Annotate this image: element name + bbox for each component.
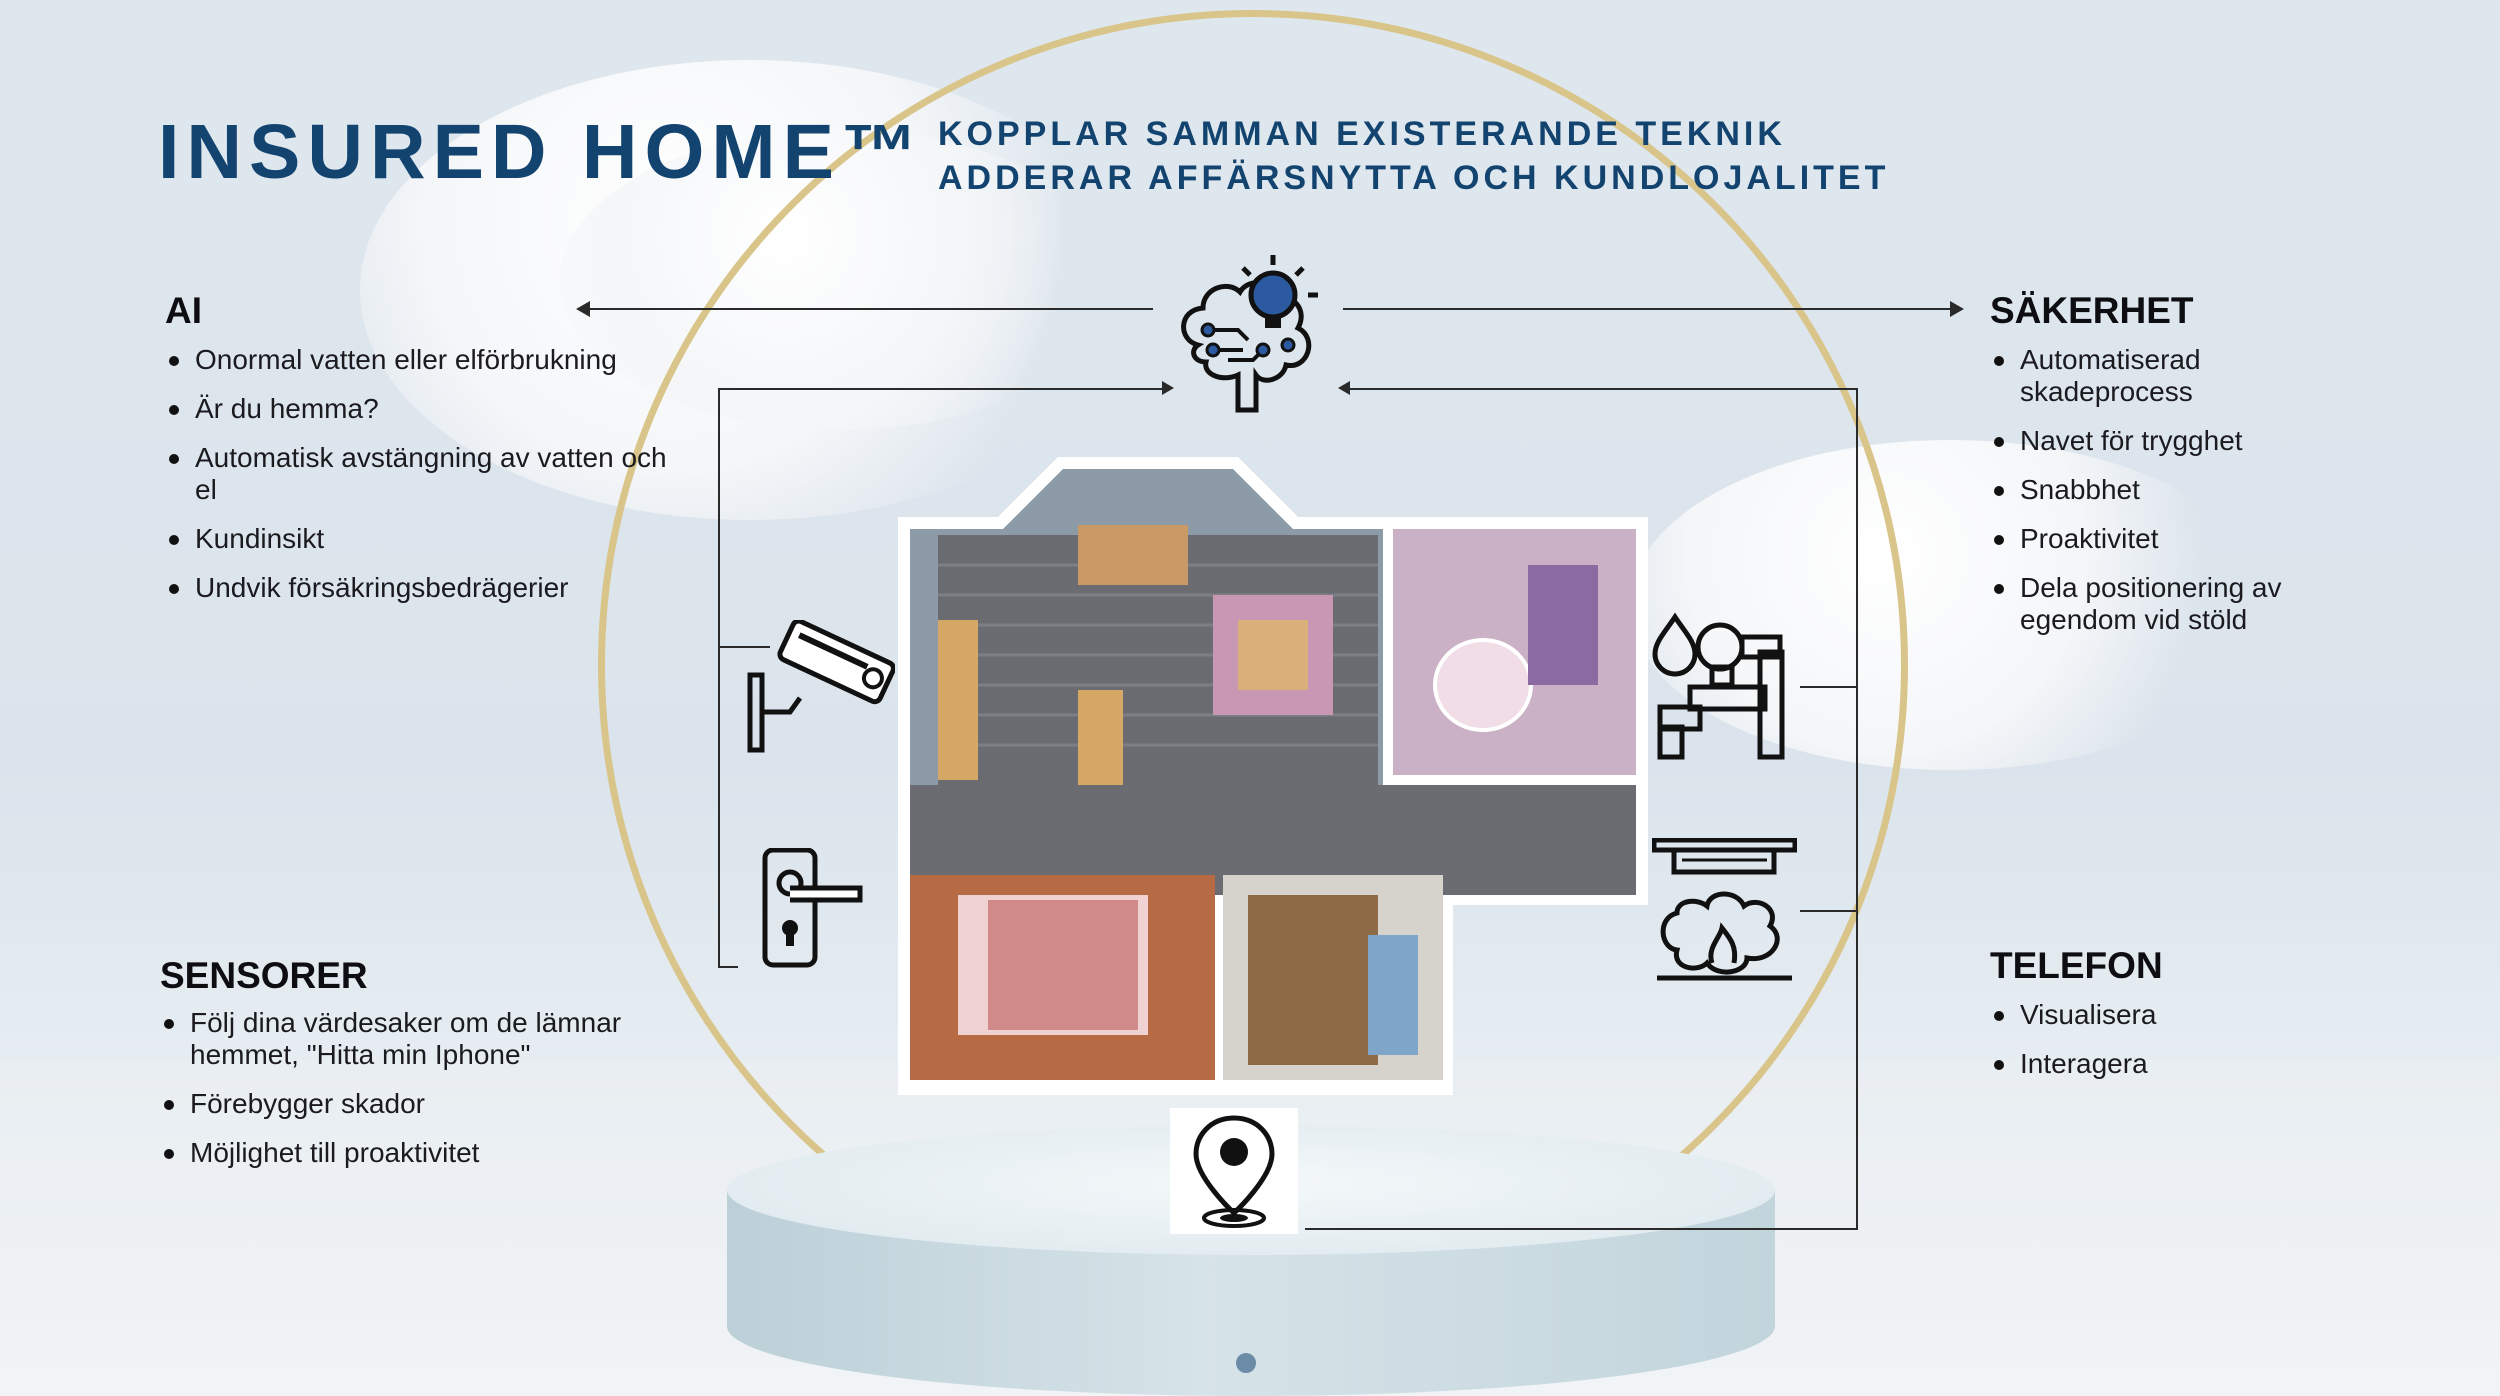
door-lock-icon: [760, 848, 870, 968]
sensorer-section: SENSORER Följ dina värdesaker om de lämn…: [160, 955, 680, 1169]
connector-lock: [718, 966, 738, 968]
page-title: INSURED HOME™: [158, 109, 925, 195]
ai-section: AI Onormal vatten eller elförbrukning Är…: [165, 290, 685, 604]
sakerhet-item: Dela positionering av egendom vid stöld: [1990, 572, 2360, 636]
connector-left-vertical: [718, 388, 720, 968]
subtitle-line-2: ADDERAR AFFÄRSNYTTA OCH KUNDLOJALITET: [938, 159, 1890, 197]
sensorer-list: Följ dina värdesaker om de lämnar hemmet…: [160, 1007, 680, 1169]
arrow-right-icon: [1162, 381, 1174, 395]
connector-right-top: [1350, 388, 1858, 390]
connector-smoke: [1800, 910, 1856, 912]
ai-item: Undvik försäkringsbedrägerier: [165, 572, 685, 604]
telefon-item: Interagera: [1990, 1048, 2360, 1080]
ai-heading: AI: [165, 290, 202, 331]
arrow-left-icon: [1338, 381, 1350, 395]
connector-pin: [1305, 1228, 1858, 1230]
arrow-left-icon: [576, 301, 590, 317]
ai-item: Kundinsikt: [165, 523, 685, 555]
water-pipe-sensor-icon: [1650, 612, 1800, 762]
telefon-heading: TELEFON: [1990, 945, 2163, 986]
ai-item: Automatisk avstängning av vatten och el: [165, 442, 685, 506]
floor-plan-illustration: [898, 455, 1658, 1100]
connector-sakerhet: [1343, 308, 1953, 310]
page-subtitle: KOPPLAR SAMMAN EXISTERANDE TEKNIK ADDERA…: [938, 112, 1889, 200]
sensorer-item: Förebygger skador: [160, 1088, 680, 1120]
ai-list: Onormal vatten eller elförbrukning Är du…: [165, 344, 685, 604]
subtitle-line-1: KOPPLAR SAMMAN EXISTERANDE TEKNIK: [938, 115, 1786, 153]
ai-item: Onormal vatten eller elförbrukning: [165, 344, 685, 376]
ai-item: Är du hemma?: [165, 393, 685, 425]
arrow-right-icon: [1950, 301, 1964, 317]
sensorer-item: Följ dina värdesaker om de lämnar hemmet…: [160, 1007, 680, 1071]
connector-camera: [718, 646, 770, 648]
sakerhet-item: Navet för trygghet: [1990, 425, 2360, 457]
brain-bulb-icon: [1168, 250, 1338, 420]
connector-left-top: [718, 388, 1166, 390]
sakerhet-list: Automatiserad skadeprocess Navet för try…: [1990, 344, 2360, 636]
pagination-dot[interactable]: [1236, 1353, 1256, 1373]
location-pin-icon: [1170, 1108, 1298, 1234]
sakerhet-heading: SÄKERHET: [1990, 290, 2194, 331]
connector-pipe: [1800, 686, 1856, 688]
sakerhet-item: Proaktivitet: [1990, 523, 2360, 555]
telefon-list: Visualisera Interagera: [1990, 999, 2360, 1080]
sensorer-item: Möjlighet till proaktivitet: [160, 1137, 680, 1169]
telefon-section: TELEFON Visualisera Interagera: [1990, 945, 2360, 1080]
smoke-detector-icon: [1652, 838, 1797, 983]
sakerhet-section: SÄKERHET Automatiserad skadeprocess Nave…: [1990, 290, 2360, 636]
connector-ai: [580, 308, 1153, 310]
connector-right-vertical: [1856, 388, 1858, 1230]
sakerhet-item: Snabbhet: [1990, 474, 2360, 506]
security-camera-icon: [745, 620, 895, 755]
sensorer-heading: SENSORER: [160, 955, 368, 996]
sakerhet-item: Automatiserad skadeprocess: [1990, 344, 2360, 408]
telefon-item: Visualisera: [1990, 999, 2360, 1031]
